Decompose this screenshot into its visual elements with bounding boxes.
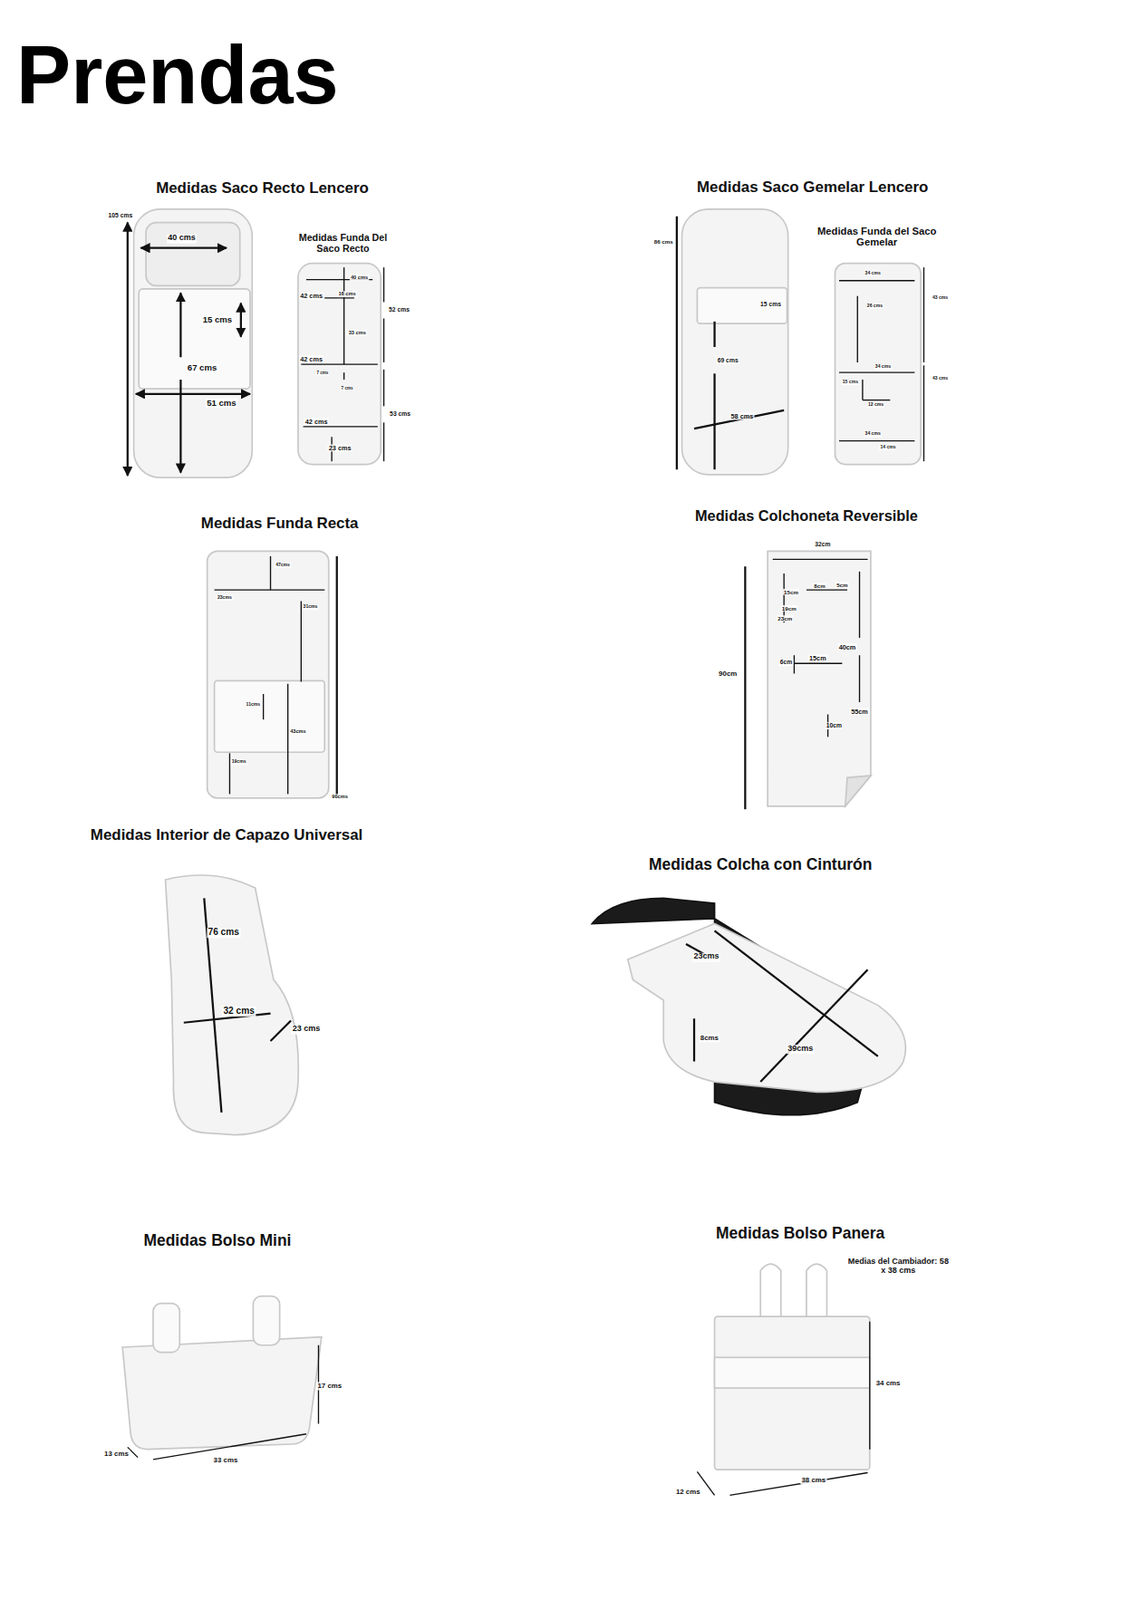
dimension-label: 105 cms bbox=[106, 212, 134, 219]
dimension-label: 12 cms bbox=[867, 402, 885, 408]
item-heading: Medidas Saco Recto Lencero bbox=[154, 179, 370, 197]
dimension-label: 19cm bbox=[781, 605, 798, 612]
item-heading: Medidas Saco Gemelar Lencero bbox=[695, 178, 930, 196]
dimension-label: 53 cms bbox=[388, 411, 412, 418]
dimension-label: 23 cms bbox=[291, 1025, 322, 1035]
dimension-label: Medias del Cambiador: 58 x 38 cms bbox=[843, 1257, 954, 1276]
item-heading: Medidas Bolso Mini bbox=[142, 1231, 292, 1249]
dimension-label: 34 cms bbox=[875, 1379, 902, 1388]
dimension-label: 43 cms bbox=[931, 376, 949, 382]
dimension-label: 34 cms bbox=[863, 270, 881, 277]
dimension-label: 38 cms bbox=[800, 1476, 827, 1485]
dimension-label: 86 cms bbox=[653, 239, 675, 246]
dimension-label: 15 cms bbox=[759, 300, 783, 308]
dimension-label: 31cms bbox=[301, 604, 319, 610]
dimension-label: 15 cms bbox=[202, 315, 234, 326]
dimension-label: 8cm bbox=[812, 582, 827, 590]
dimension-label: 10cm bbox=[825, 722, 844, 729]
dimension-label: 33 cms bbox=[347, 329, 368, 336]
dimension-label: 16 cms bbox=[337, 290, 357, 297]
dimension-label: 76 cms bbox=[206, 927, 241, 938]
dimension-label: 14 cms bbox=[878, 445, 897, 452]
item-heading: Medidas Colcha con Cinturón bbox=[647, 856, 874, 874]
dimension-label: 15cm bbox=[808, 655, 828, 663]
page-title: Prendas bbox=[16, 34, 339, 116]
dimension-label: 6cm bbox=[779, 658, 794, 666]
dimension-label: 67 cms bbox=[186, 363, 219, 374]
dimension-label: 39cms bbox=[786, 1044, 814, 1054]
dimension-label: 43cms bbox=[289, 729, 308, 735]
dimension-label: 32cm bbox=[813, 541, 832, 549]
item-heading: Medidas Interior de Capazo Universal bbox=[89, 826, 365, 844]
dimension-label: 43 cms bbox=[931, 295, 949, 301]
dimension-label: 42 cms bbox=[299, 292, 324, 300]
dimension-label: 23cms bbox=[216, 595, 233, 601]
dimension-label: 15 cms bbox=[841, 380, 860, 387]
dimension-label: 90cms bbox=[330, 794, 349, 801]
dimension-label: 40 cms bbox=[349, 274, 369, 281]
dimension-label: 55cm bbox=[849, 707, 870, 715]
dimension-label: 7 cms bbox=[315, 371, 329, 377]
dimension-label: 33 cms bbox=[212, 1457, 239, 1466]
dimension-label: 11cms bbox=[244, 703, 261, 709]
dimension-label: 23 cms bbox=[328, 444, 353, 453]
dimension-label: 23cm bbox=[776, 615, 793, 622]
dimension-label: 51 cms bbox=[205, 398, 238, 409]
dimension-label: 42 cms bbox=[299, 356, 324, 364]
dimension-label: 40 cms bbox=[166, 234, 197, 244]
dimension-label: 26 cms bbox=[866, 303, 884, 310]
dimension-label: 5cm bbox=[835, 581, 850, 589]
dimension-label: 8cms bbox=[699, 1033, 720, 1043]
item-heading: Medidas Funda Del Saco Recto bbox=[285, 232, 400, 255]
dimension-label: 7 cms bbox=[339, 386, 354, 392]
dimension-label: 47cms bbox=[274, 562, 291, 569]
dimension-label: 19cms bbox=[231, 760, 248, 766]
dimension-label: 34 cms bbox=[874, 365, 892, 371]
dimension-label: 13 cms bbox=[103, 1449, 130, 1459]
dimension-label: 42 cms bbox=[304, 417, 329, 425]
dimension-label: 15cm bbox=[782, 589, 800, 596]
item-heading: Medidas Colchoneta Reversible bbox=[694, 508, 919, 525]
dimension-label: 52 cms bbox=[387, 307, 411, 314]
dimension-label: 34 cms bbox=[863, 432, 881, 438]
dimension-label: 12 cms bbox=[675, 1488, 702, 1498]
item-heading: Medidas Bolso Panera bbox=[714, 1224, 887, 1242]
dimension-label: 90cm bbox=[717, 669, 738, 678]
item-heading: Medidas Funda Recta bbox=[200, 515, 360, 533]
dimension-label: 32 cms bbox=[222, 1006, 256, 1017]
dimension-label: 69 cms bbox=[716, 357, 740, 364]
item-heading: Medidas Funda del Saco Gemelar bbox=[814, 225, 939, 249]
dimension-label: 40cm bbox=[838, 643, 858, 651]
dimension-label: 17 cms bbox=[316, 1381, 343, 1391]
dimension-label: 58 cms bbox=[729, 413, 754, 421]
dimension-label: 23cms bbox=[692, 953, 720, 963]
